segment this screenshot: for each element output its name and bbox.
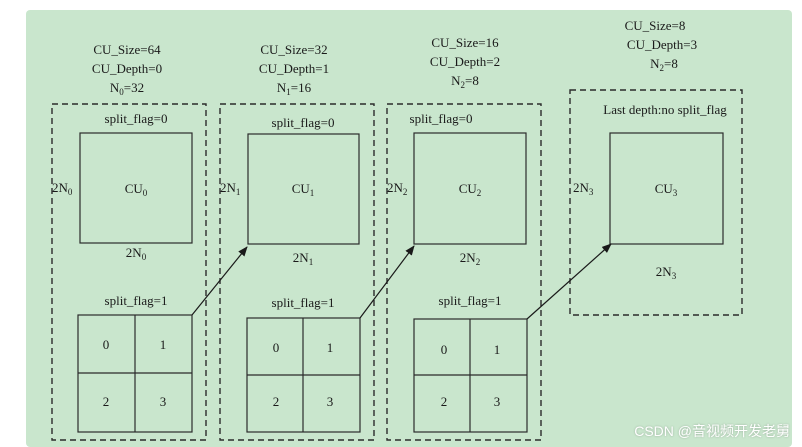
cu-label: CU3 bbox=[655, 181, 678, 198]
n-value-label: N1=16 bbox=[277, 80, 312, 97]
split-flag-0-label: split_flag=0 bbox=[410, 111, 473, 126]
level-2: CU_Size=16 CU_Depth=2 N2=8 split_flag=0 … bbox=[386, 35, 542, 441]
quad-label: 2 bbox=[103, 394, 110, 409]
cu-depth-label: CU_Depth=2 bbox=[430, 54, 500, 69]
n-value-label: N2=8 bbox=[451, 73, 479, 90]
side-length-label: 2N3 bbox=[573, 180, 594, 197]
quad-label: 3 bbox=[494, 394, 501, 409]
quad-label: 2 bbox=[273, 394, 280, 409]
quad-label: 0 bbox=[273, 340, 280, 355]
level-1: CU_Size=32 CU_Depth=1 N1=16 split_flag=0… bbox=[219, 42, 375, 441]
split-arrow bbox=[191, 246, 248, 316]
cu-label: CU2 bbox=[459, 181, 482, 198]
split-flag-1-label: split_flag=1 bbox=[439, 293, 502, 308]
depth-group-frame bbox=[219, 103, 375, 441]
depth-group-frame bbox=[386, 103, 542, 441]
last-depth-label: Last depth:no split_flag bbox=[603, 102, 727, 117]
side-length-label: 2N2 bbox=[387, 180, 407, 197]
bottom-length-label: 2N3 bbox=[656, 264, 677, 281]
level-3: CU_Size=8 CU_Depth=3 N2=8 Last depth:no … bbox=[569, 18, 743, 316]
n-value-label: N0=32 bbox=[110, 80, 144, 97]
cu-depth-label: CU_Depth=3 bbox=[627, 37, 697, 52]
depth-group-frame bbox=[569, 89, 743, 316]
cu-block bbox=[79, 132, 193, 244]
cu-size-label: CU_Size=8 bbox=[625, 18, 686, 33]
quad-label: 0 bbox=[103, 337, 110, 352]
cu-label: CU0 bbox=[125, 181, 148, 198]
cu-block bbox=[247, 133, 360, 245]
watermark: CSDN @音视频开发老舅 bbox=[634, 423, 790, 439]
cu-depth-label: CU_Depth=1 bbox=[259, 61, 329, 76]
split-arrow bbox=[359, 245, 415, 319]
bottom-length-label: 2N0 bbox=[126, 245, 147, 262]
cu-size-label: CU_Size=16 bbox=[431, 35, 499, 50]
side-length-label: 2N1 bbox=[220, 180, 240, 197]
split-grid bbox=[77, 314, 193, 433]
split-flag-1-label: split_flag=1 bbox=[105, 293, 168, 308]
cu-size-label: CU_Size=64 bbox=[93, 42, 161, 57]
split-grid bbox=[413, 318, 528, 433]
diagram-panel bbox=[26, 10, 792, 447]
quad-label: 3 bbox=[160, 394, 167, 409]
cu-depth-label: CU_Depth=0 bbox=[92, 61, 162, 76]
split-arrows bbox=[191, 243, 612, 320]
split-flag-0-label: split_flag=0 bbox=[272, 115, 335, 130]
side-length-label: 2N0 bbox=[52, 180, 73, 197]
bottom-length-label: 2N1 bbox=[293, 250, 313, 267]
cu-block bbox=[413, 132, 527, 245]
split-flag-0-label: split_flag=0 bbox=[105, 111, 168, 126]
quad-label: 0 bbox=[441, 342, 448, 357]
quad-label: 1 bbox=[494, 342, 501, 357]
cu-label: CU1 bbox=[292, 181, 315, 198]
cu-size-label: CU_Size=32 bbox=[260, 42, 327, 57]
quad-label: 1 bbox=[160, 337, 167, 352]
n-value-label: N2=8 bbox=[650, 56, 678, 73]
split-grid bbox=[246, 317, 361, 433]
depth-group-frame bbox=[51, 103, 207, 441]
split-arrow bbox=[526, 243, 612, 320]
bottom-length-label: 2N2 bbox=[460, 250, 480, 267]
quad-label: 1 bbox=[327, 340, 334, 355]
quad-label: 2 bbox=[441, 394, 448, 409]
cu-block bbox=[609, 132, 724, 245]
level-0: CU_Size=64 CU_Depth=0 N0=32 split_flag=0… bbox=[51, 42, 207, 441]
quad-label: 3 bbox=[327, 394, 334, 409]
split-flag-1-label: split_flag=1 bbox=[272, 295, 335, 310]
